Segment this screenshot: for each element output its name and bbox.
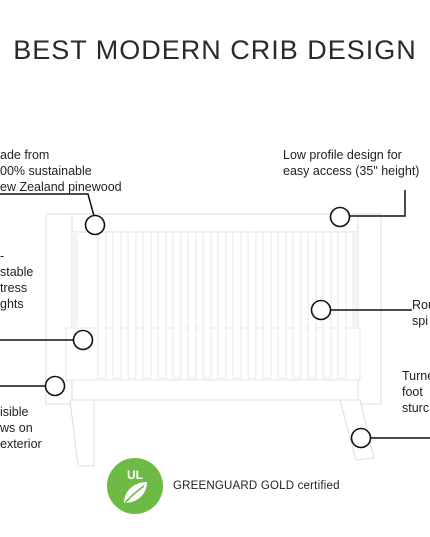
crib-slats	[97, 231, 347, 379]
callout-round: Rou spi	[412, 297, 430, 329]
callout-pinewood: ade from 00% sustainable ew Zealand pine…	[0, 147, 122, 195]
leader-line-pinewood	[0, 193, 95, 217]
callout-round-line: Rou	[412, 298, 430, 312]
marker-pinewood	[84, 214, 106, 236]
certification-label: GREENGUARD GOLD certified	[173, 480, 340, 492]
leaf-icon	[124, 482, 147, 504]
ul-mark: UL	[127, 468, 143, 482]
callout-pinewood-line: 00% sustainable	[0, 164, 92, 178]
callout-bolts-line: ws on	[0, 421, 33, 435]
callout-mattress-line: stable	[0, 265, 34, 279]
marker-mattress	[72, 329, 94, 351]
callout-round-line: spi	[412, 314, 428, 328]
callout-bolts-line: isible	[0, 405, 29, 419]
callout-pinewood-line: ew Zealand pinewood	[0, 180, 122, 194]
marker-low-profile	[329, 206, 351, 228]
callout-low-profile-line: easy access (35" height)	[283, 164, 420, 178]
leader-line-low-profile	[349, 190, 406, 217]
certification-row: UL GREENGUARD GOLD certified	[107, 458, 340, 514]
greenguard-badge: UL	[107, 458, 163, 514]
marker-round	[310, 299, 332, 321]
callout-mattress-line: -	[0, 249, 5, 263]
marker-feet	[350, 427, 372, 449]
callout-bolts: isible ws on exterior	[0, 404, 42, 452]
callout-feet-line: sturc	[402, 401, 430, 415]
callout-mattress-line: tress	[0, 281, 28, 295]
callout-mattress-line: ghts	[0, 297, 24, 311]
callout-low-profile-line: Low profile design for	[283, 148, 402, 162]
callout-bolts-line: exterior	[0, 437, 42, 451]
crib-end-shadows	[72, 232, 358, 328]
callout-low-profile: Low profile design for easy access (35" …	[283, 147, 419, 179]
callout-mattress: - stable tress ghts	[0, 248, 33, 312]
leader-lines	[0, 190, 430, 439]
callout-markers	[44, 206, 372, 449]
callout-feet: Turne foot sturc	[402, 368, 430, 416]
callout-feet-line: foot	[402, 385, 423, 399]
marker-bolts	[44, 375, 66, 397]
callout-feet-line: Turne	[402, 369, 430, 383]
callout-pinewood-line: ade from	[0, 148, 50, 162]
page-title: BEST MODERN CRIB DESIGN	[13, 35, 417, 65]
